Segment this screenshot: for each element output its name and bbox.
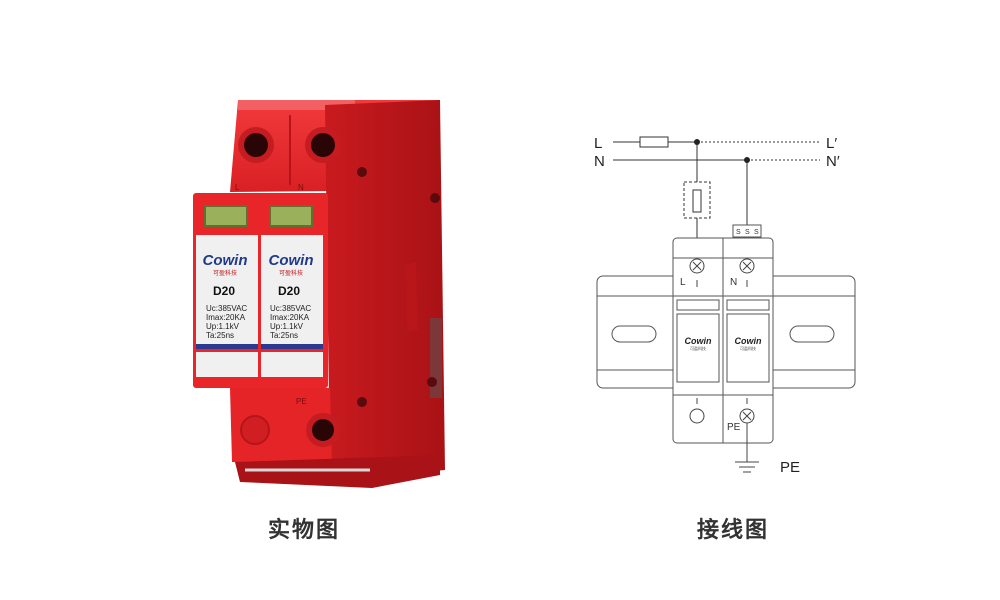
spec-left-0: Uc:385VAC (206, 304, 247, 313)
spec-right-2: Up:1.1kV (270, 322, 304, 331)
diagram-brand-left: Cowin (685, 336, 712, 346)
spec-right-3: Ta:25ns (270, 331, 298, 340)
brand-sub-right: 可盈科技 (279, 269, 303, 277)
module-label-l: L (680, 277, 686, 288)
caption-product-photo: 实物图 (268, 518, 341, 543)
brand-logo-left: Cowin (203, 252, 248, 269)
indicator-window-right (269, 205, 313, 227)
model-left: D20 (213, 284, 235, 298)
backup-fuse-dashed (683, 181, 711, 219)
terminal-label-pe: PE (296, 397, 307, 406)
indicator-window-left (204, 205, 248, 227)
label-l-in: L (594, 135, 602, 152)
terminal-hole-pe (306, 413, 340, 447)
diagram-brand-right: Cowin (735, 336, 762, 346)
spec-left-3: Ta:25ns (206, 331, 234, 340)
spec-left-1: Imax:20KA (206, 313, 246, 322)
label-n-in: N (594, 153, 605, 170)
model-right: D20 (278, 284, 300, 298)
module-label-n: N (730, 277, 737, 288)
label-l-out: L′ (826, 135, 837, 152)
brand-sub-left: 可盈科技 (213, 269, 237, 277)
spec-right-0: Uc:385VAC (270, 304, 311, 313)
diagram-brand-sub-left: 可盈科技 (690, 345, 706, 351)
contact-s-1: S (736, 229, 741, 236)
spec-right-1: Imax:20KA (270, 313, 310, 322)
terminal-hole-n (305, 127, 341, 163)
contact-s-3: S (754, 229, 759, 236)
ground-label-pe: PE (780, 459, 800, 476)
spec-left-2: Up:1.1kV (206, 322, 240, 331)
label-n-out: N′ (826, 153, 840, 170)
diagram-brand-sub-right: 可盈科技 (740, 345, 756, 351)
terminal-label-l: L (235, 183, 240, 192)
screw-terminal-blank (689, 408, 705, 424)
terminal-label-n: N (298, 183, 304, 192)
contact-s-2: S (745, 229, 750, 236)
caption-wiring-diagram: 接线图 (697, 518, 770, 543)
brand-logo-right: Cowin (269, 252, 314, 269)
fuse-symbol (639, 136, 669, 148)
terminal-hole-l (238, 127, 274, 163)
module-label-pe: PE (727, 422, 741, 433)
